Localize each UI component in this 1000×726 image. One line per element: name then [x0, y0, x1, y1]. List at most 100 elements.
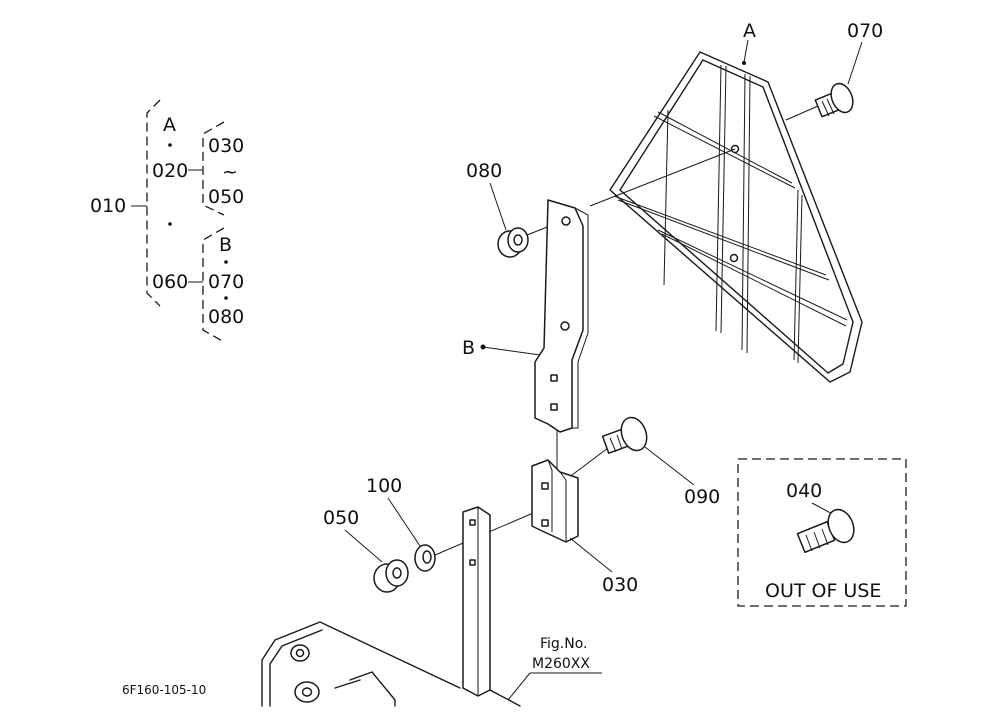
out-of-use-box: 040 OUT OF USE — [737, 458, 907, 607]
bracket-b-hole — [560, 321, 570, 331]
guard-wire — [746, 75, 751, 354]
guard-wire — [657, 111, 793, 184]
nut-080 — [497, 227, 529, 258]
tree-range-sep: ~ — [222, 161, 238, 183]
guard-wire — [797, 194, 803, 364]
guard-wire — [613, 195, 827, 276]
guard-wire — [663, 109, 669, 286]
tree-dot — [168, 143, 172, 147]
washer-100 — [414, 544, 436, 572]
callouts: A 070 080 B 090 100 050 030 — [323, 20, 883, 596]
bolt-040-thread — [813, 531, 821, 549]
bracket-b-hole — [561, 216, 571, 226]
nut-080-bore — [513, 234, 523, 246]
base-frame-edge — [489, 689, 521, 707]
tree-bracket-a — [202, 121, 225, 216]
base-frame-lip — [349, 671, 396, 707]
out-of-use-label: OUT OF USE — [765, 580, 881, 602]
support-post — [462, 506, 491, 697]
tree-dot — [224, 296, 228, 300]
callout-a-leader — [743, 39, 749, 63]
bolt-070-thread — [826, 98, 835, 115]
callout-100: 100 — [366, 475, 402, 497]
base-boss-hole — [295, 648, 305, 658]
tree-range-to: 050 — [208, 186, 244, 208]
bolt-070-head — [830, 82, 854, 114]
post-hole — [469, 519, 476, 526]
out-of-use-frame — [737, 458, 907, 607]
holder-030-slot — [541, 519, 549, 527]
figure-ref-leader — [507, 672, 531, 701]
holder-030-slot — [541, 482, 549, 490]
guard-outer-frame — [609, 51, 863, 383]
callout-b: B — [462, 337, 475, 359]
bracket-b-slot — [550, 403, 558, 411]
tree-range-from: 030 — [208, 135, 244, 157]
callout-a: A — [743, 20, 756, 42]
bolt-070 — [814, 82, 854, 118]
bolt-040-head — [827, 508, 855, 544]
guard-wire — [793, 189, 799, 361]
callout-050: 050 — [323, 507, 359, 529]
drawing-code: 6F160-105-10 — [122, 683, 206, 697]
base-frame — [261, 621, 521, 707]
nut-050 — [373, 559, 409, 593]
callout-070-leader — [847, 41, 863, 85]
bolt-090-thread — [609, 437, 617, 453]
tree-dot — [224, 260, 228, 264]
wire-guard — [609, 51, 863, 383]
callout-090: 090 — [684, 486, 720, 508]
bolt-090-thread — [616, 434, 623, 450]
callout-070: 070 — [847, 20, 883, 42]
bracket-b — [534, 199, 589, 433]
guard-wire — [715, 64, 722, 332]
callout-100-leader — [387, 497, 421, 547]
part-tree: 010 A 020 030 ~ 050 060 B 070 080 — [90, 99, 244, 343]
bracket-b-slot — [550, 374, 558, 382]
guard-wire — [720, 65, 727, 334]
tree-bracket-b — [202, 227, 225, 343]
tree-group-a-marker: A — [163, 114, 176, 136]
tree-group-b-marker: B — [219, 234, 232, 256]
post-body — [462, 506, 491, 697]
base-frame-inner — [269, 629, 323, 707]
bolt-090-head — [620, 416, 648, 452]
tree-item-070: 070 — [208, 271, 244, 293]
holder-030-fold — [559, 471, 567, 542]
holder-030 — [531, 459, 579, 543]
guard-wire — [657, 229, 848, 321]
tree-group-b-part: 060 — [152, 271, 188, 293]
assembly-leader — [785, 105, 819, 121]
bolt-090 — [601, 416, 648, 454]
nut-050-bore — [392, 567, 402, 579]
bolt-040-thread — [821, 528, 829, 546]
post-hole — [469, 559, 476, 566]
assembly-leader — [589, 148, 736, 207]
guard-wire — [617, 199, 830, 281]
bolt-040 — [796, 508, 855, 554]
figure-ref-line2: M260XX — [532, 656, 590, 672]
base-frame-lip — [334, 679, 361, 689]
callout-080-leader — [489, 182, 507, 231]
guard-wire — [741, 73, 746, 351]
tree-group-a-part: 020 — [152, 160, 188, 182]
figure-reference: Fig.No. M260XX — [507, 636, 602, 701]
guard-wire — [653, 115, 796, 189]
base-frame-top — [261, 621, 461, 707]
callout-b-leader — [482, 346, 541, 356]
guard-wire — [661, 233, 847, 327]
callout-040: 040 — [786, 480, 822, 502]
bolt-070-thread — [821, 100, 830, 117]
callout-030-leader — [569, 537, 613, 573]
bracket-b-body — [534, 199, 584, 433]
tree-item-080: 080 — [208, 306, 244, 328]
guard-inner-frame — [619, 59, 854, 374]
holder-030-fold — [547, 459, 553, 532]
tree-dot — [168, 222, 172, 226]
callout-090-leader — [644, 446, 695, 486]
washer-100-bore — [422, 550, 432, 564]
tree-root-label: 010 — [90, 195, 126, 217]
callout-050-leader — [344, 529, 383, 563]
